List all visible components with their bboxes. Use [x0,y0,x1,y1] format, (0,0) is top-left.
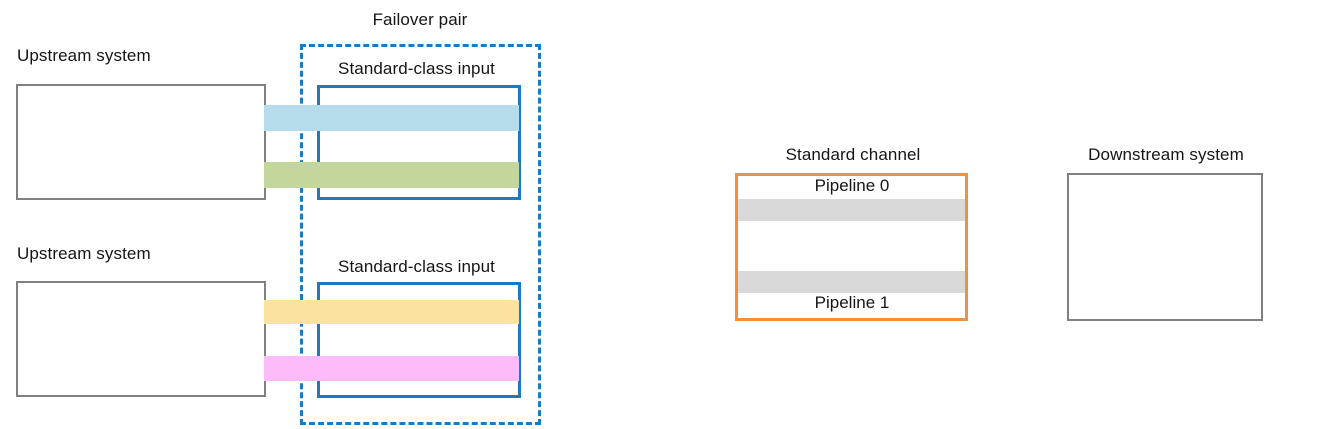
standard-class-input-1-label: Standard-class input [338,59,495,78]
standard-class-input-2-label: Standard-class input [338,257,495,276]
pipeline-0-label: Pipeline 0 [814,176,890,195]
flow-band-pink [264,356,519,381]
upstream-system-2-label: Upstream system [17,244,151,263]
standard-channel-label: Standard channel [785,145,921,164]
standard-class-input-2-box [317,282,521,398]
channel-slot-bottom [738,271,965,293]
downstream-system-box [1067,173,1263,321]
flow-band-green [264,162,519,188]
upstream-system-2-box [16,281,266,397]
upstream-system-1-label: Upstream system [17,46,151,65]
pipeline-1-label: Pipeline 1 [814,293,890,312]
failover-pair-container [300,44,541,425]
flow-band-blue [264,105,519,131]
standard-channel-box [735,173,968,321]
upstream-system-1-box [16,84,266,200]
downstream-system-label: Downstream system [1088,145,1244,164]
flow-band-yellow [264,300,519,324]
failover-pair-title: Failover pair [372,10,468,29]
channel-slot-top [738,199,965,221]
standard-class-input-1-box [317,85,521,200]
